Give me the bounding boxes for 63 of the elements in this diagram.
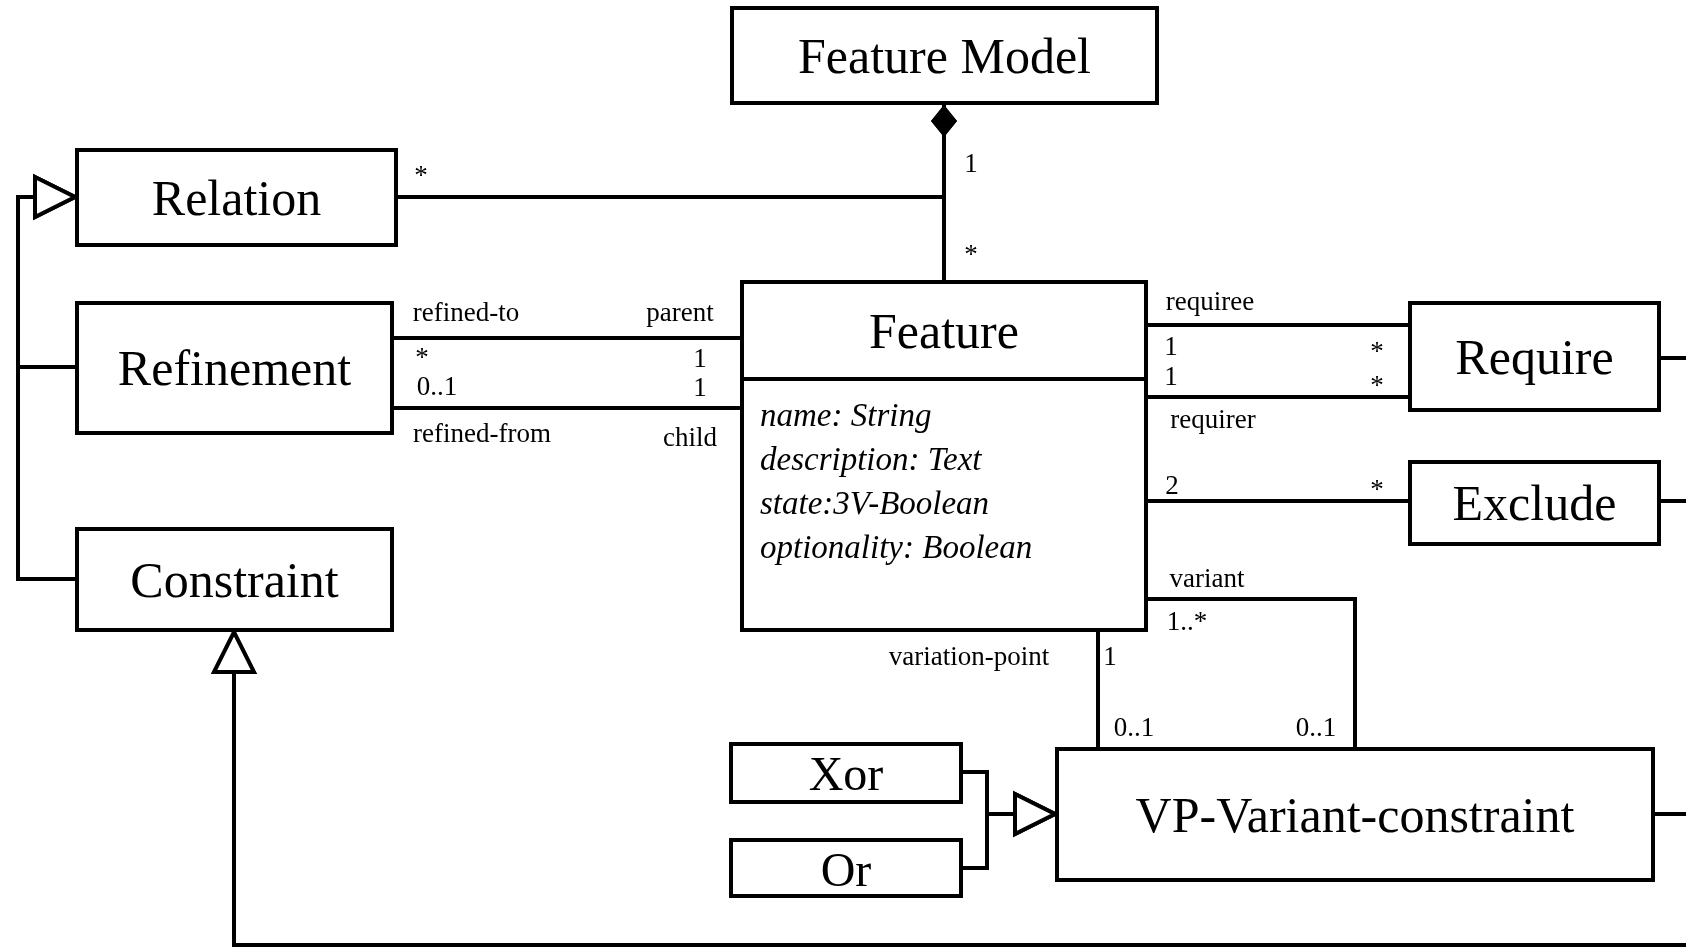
association-label: requirer (1170, 405, 1256, 433)
association-line (1148, 597, 1357, 747)
association-label: 0..1 (416, 372, 458, 400)
association-label: variation-point (888, 642, 1050, 670)
class-name: Or (820, 842, 872, 897)
class-name: Feature (869, 301, 1019, 360)
generalization-arrow (963, 792, 1057, 870)
generalization-arrow (16, 175, 77, 581)
association-label: 0..1 (1295, 713, 1337, 741)
association-label: * (964, 240, 978, 268)
class-box (740, 280, 1148, 632)
association-label: child (663, 423, 717, 451)
association-label: 1 (1103, 642, 1117, 670)
association-label: requiree (1165, 287, 1255, 315)
association-label: refined-to (412, 298, 520, 326)
attribute-text: optionality: Boolean (760, 528, 1033, 567)
association-line (394, 336, 740, 340)
association-label: * (415, 343, 429, 371)
association-label: * (414, 161, 428, 189)
association-line (394, 406, 740, 410)
association-line (1148, 499, 1408, 503)
association-line (1148, 323, 1408, 327)
class-name: Feature Model (798, 26, 1091, 85)
association-line (1148, 395, 1408, 399)
class-box (729, 742, 963, 804)
composition-line (398, 105, 957, 199)
class-box (729, 838, 963, 898)
class-name: Relation (151, 168, 322, 227)
association-line (1096, 632, 1100, 747)
class-box (1408, 460, 1661, 546)
attribute-text: name: String (760, 396, 932, 435)
association-label: parent (646, 298, 714, 326)
association-label: 1 (1164, 332, 1178, 360)
association-label: 1 (1164, 362, 1178, 390)
class-name: Exclude (1452, 474, 1617, 532)
class-name: Constraint (130, 550, 339, 609)
association-label: 1 (964, 149, 978, 177)
class-name: Require (1455, 327, 1614, 386)
attribute-text: description: Text (760, 440, 982, 479)
association-label: 1..* (1166, 607, 1208, 635)
association-line (1661, 356, 1686, 360)
association-label: 1 (693, 344, 707, 372)
association-label: 0..1 (1113, 713, 1155, 741)
association-label: 1 (693, 373, 707, 401)
attribute-text: state:3V-Boolean (760, 484, 990, 523)
association-label: * (1370, 337, 1384, 365)
class-box (75, 527, 394, 632)
class-name: Xor (808, 746, 884, 801)
class-name: Refinement (117, 339, 352, 397)
association-label: variant (1169, 564, 1245, 592)
association-label: * (1370, 475, 1384, 503)
class-box (1408, 301, 1661, 412)
association-line (1661, 499, 1686, 503)
class-box (730, 6, 1159, 105)
association-label: refined-from (413, 419, 551, 447)
association-label: 2 (1165, 471, 1179, 499)
association-line (1655, 812, 1686, 816)
class-box (1055, 747, 1655, 882)
class-name: VP-Variant-constraint (1135, 785, 1575, 844)
class-box (75, 301, 394, 435)
association-label: * (1370, 371, 1384, 399)
class-box (75, 148, 398, 247)
generalization-arrow (212, 630, 1686, 947)
